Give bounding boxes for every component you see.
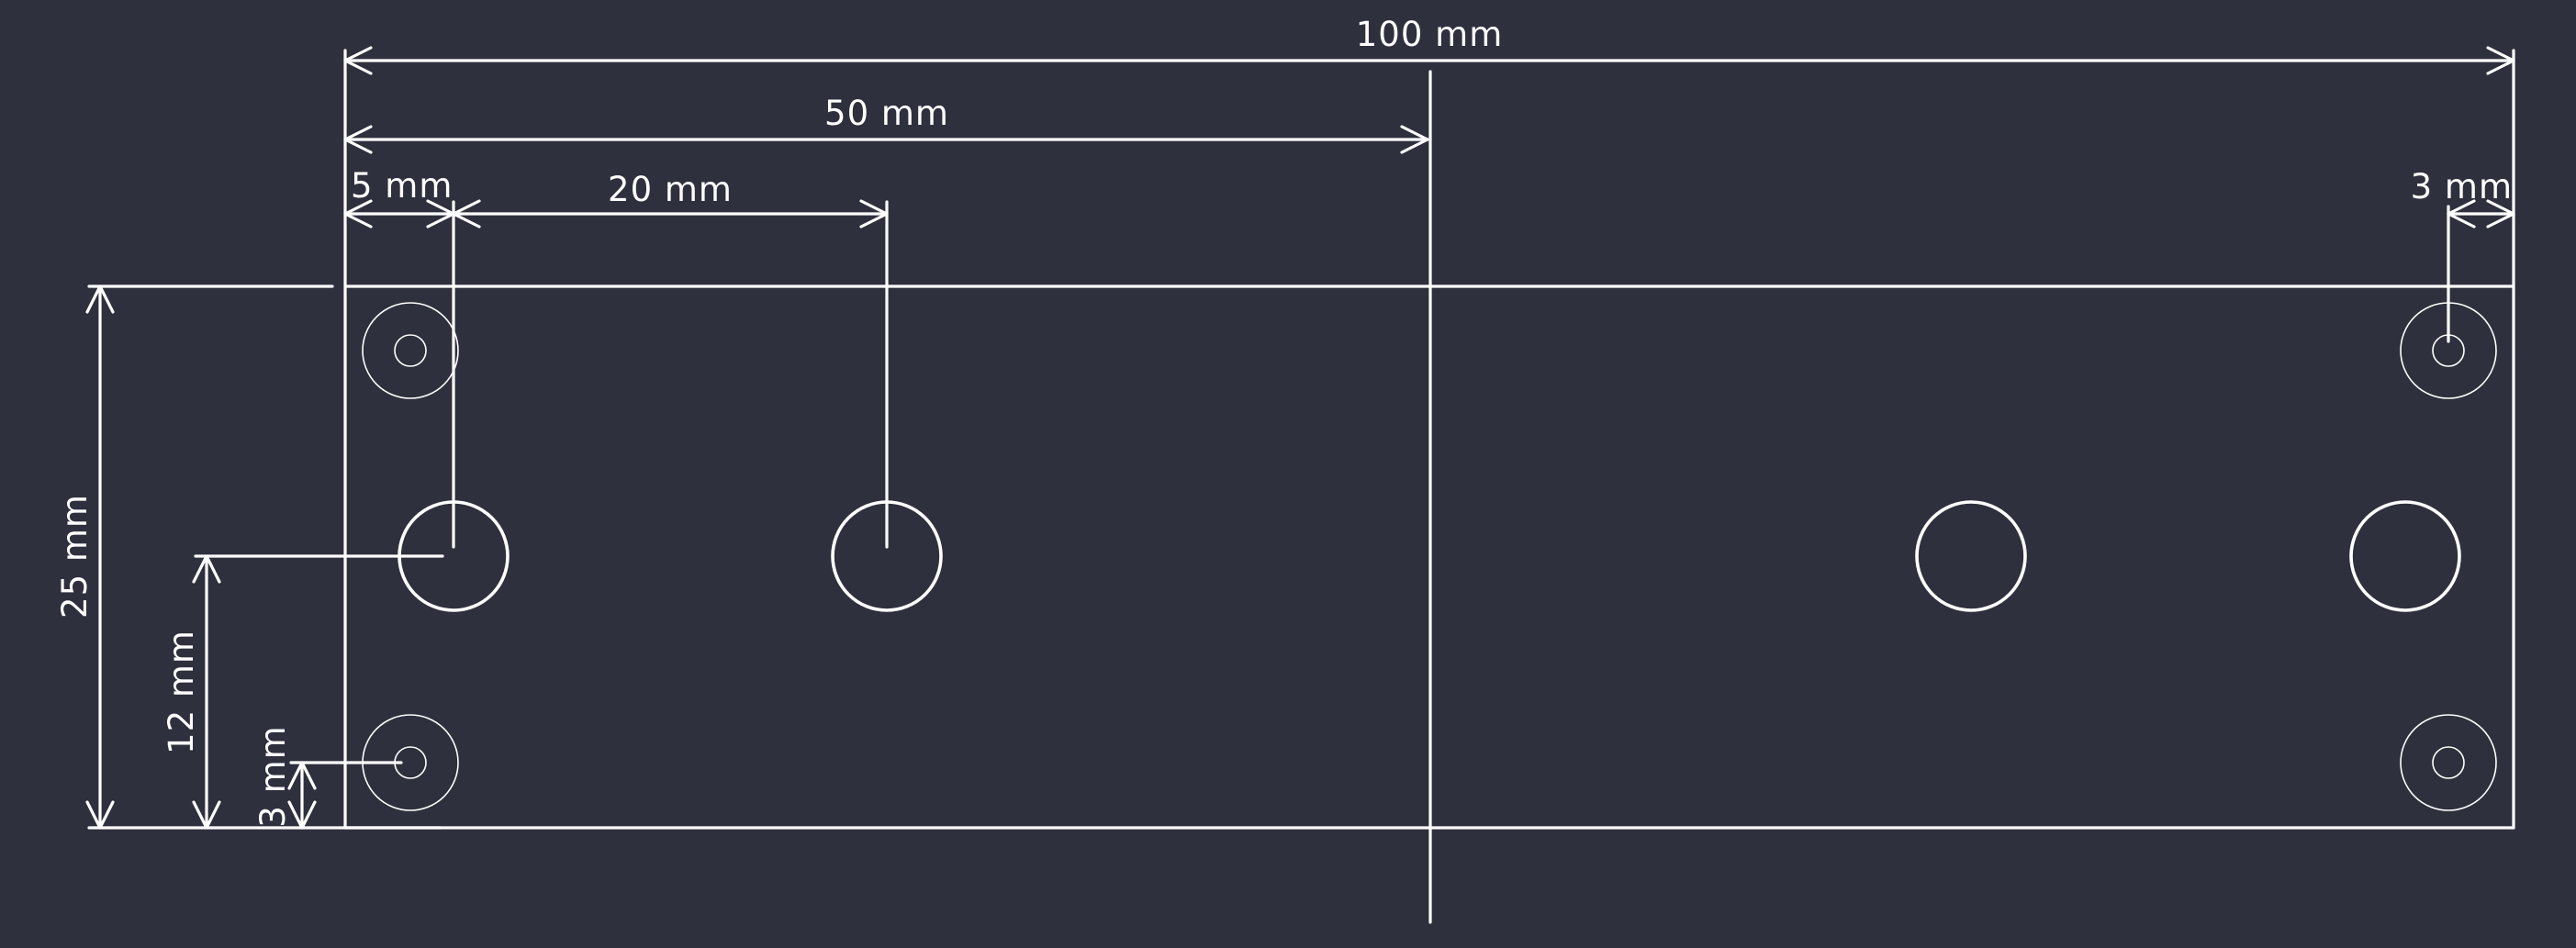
dimension-hole-height: 12 mm — [162, 554, 444, 830]
dimension-label-height-total: 25 mm — [55, 494, 95, 619]
dimension-edge-offset-bottom: 3 mm — [253, 725, 403, 830]
dimension-edge-offset-right: 3 mm — [2411, 167, 2515, 343]
dimension-label-edge-offset-right: 3 mm — [2411, 167, 2513, 206]
dimension-edge-offset-left: 5 mm — [343, 166, 455, 549]
dimension-label-hole-height: 12 mm — [162, 630, 201, 754]
dimension-label-edge-offset-left: 5 mm — [351, 166, 453, 206]
dimension-hole-spacing: 20 mm — [452, 170, 889, 549]
mounting-hole-bottom-right — [2400, 714, 2497, 811]
dimension-label-hole-spacing: 20 mm — [608, 170, 733, 209]
large-hole-3 — [1915, 500, 2027, 612]
mounting-hole-top-left — [362, 302, 459, 399]
dimension-label-half-width: 50 mm — [824, 94, 949, 133]
dimension-width-total: 100 mm — [343, 15, 2515, 75]
large-hole-4 — [2349, 500, 2461, 612]
dimension-label-edge-offset-bottom: 3 mm — [253, 725, 293, 827]
dimension-half-width: 50 mm — [343, 94, 1429, 154]
dimension-label-width-total: 100 mm — [1356, 15, 1503, 54]
dimension-height-total: 25 mm — [55, 284, 442, 830]
